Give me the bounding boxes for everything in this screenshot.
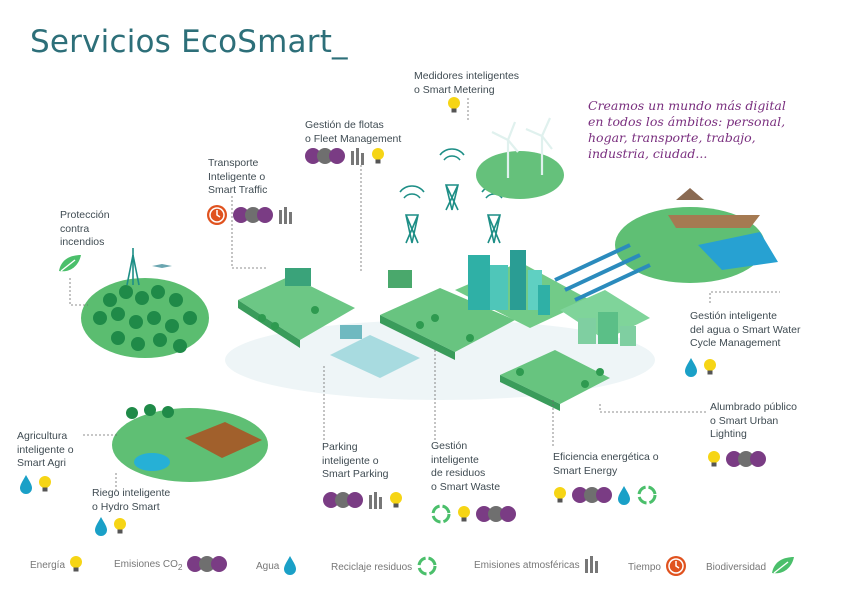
legend-emisiones-prefix: Emisiones CO — [114, 559, 178, 570]
energy-icons — [553, 484, 658, 506]
label-smart-agri: Agricultura inteligente o Smart Agri — [17, 430, 74, 469]
legend-energia-label: Energía — [30, 560, 66, 571]
bulb-icon — [457, 505, 471, 523]
recycle-icon — [636, 484, 658, 506]
agri-icons — [19, 474, 52, 494]
bulb-icon — [69, 555, 83, 576]
bulb-icon — [553, 486, 567, 504]
mountain — [676, 188, 704, 200]
bulb-icon — [371, 147, 385, 165]
co2-cloud-icon — [572, 486, 612, 504]
legend-tiempo: Tiempo — [628, 555, 687, 580]
leaf-icon — [770, 555, 796, 580]
pond — [134, 453, 170, 471]
factory-icon — [584, 555, 600, 576]
platform-center — [380, 288, 515, 352]
water-icons — [684, 357, 717, 377]
bulb-icon — [38, 475, 52, 493]
label-smart-energy: Eficiencia energética o Smart Energy — [553, 451, 659, 477]
forest-trees — [93, 285, 197, 353]
city-trees — [258, 306, 604, 388]
farm-trees — [126, 404, 174, 419]
parking-car — [340, 325, 362, 339]
fleet-icons — [305, 147, 385, 165]
legend-atmosfericas-label: Emisiones atmosféricas — [474, 560, 580, 571]
traffic-icons — [206, 204, 294, 226]
waste-icons — [430, 503, 516, 525]
label-smart-lighting: Alumbrado público o Smart Urban Lighting — [710, 401, 797, 440]
label-smart-waste: Gestión inteligente de residuos o Smart … — [431, 440, 501, 493]
co2-cloud-icon — [726, 450, 766, 468]
legend-emisiones-sub: 2 — [177, 562, 183, 572]
clock-icon — [206, 204, 228, 226]
legend: Energía Emisiones CO2 Agua Reciclaje res… — [30, 555, 820, 581]
wind-hill — [476, 151, 564, 199]
residential-buildings — [578, 312, 636, 346]
drone — [152, 264, 172, 268]
metering-icons — [447, 96, 461, 114]
water-drop-icon — [19, 474, 33, 494]
label-smart-metering: Medidores inteligentes o Smart Metering — [414, 70, 520, 96]
factory-icon — [368, 491, 384, 509]
factory-icon — [350, 147, 366, 165]
legend-agua-label: Agua — [256, 561, 280, 572]
co2-cloud-icon — [233, 206, 273, 224]
water-drop-icon — [617, 485, 631, 505]
legend-emisiones-label: Emisiones CO2 — [114, 559, 183, 572]
parking-lot — [330, 335, 420, 378]
label-fire-protection: Protección contra incendios — [60, 209, 110, 248]
label-smart-traffic: Transporte Inteligente o Smart Traffic — [208, 157, 268, 196]
bulb-icon — [113, 517, 127, 535]
wind-turbine-icon — [491, 117, 553, 178]
bus — [285, 268, 311, 286]
parking-icons — [323, 491, 403, 509]
bulb-icon — [707, 450, 721, 468]
platform-lighting — [500, 350, 610, 404]
bulb-icon — [703, 358, 717, 376]
truck — [388, 270, 412, 288]
label-fleet-management: Gestión de flotas o Fleet Management — [305, 119, 402, 145]
legend-biodiversidad-label: Biodiversidad — [706, 562, 767, 573]
label-smart-water: Gestión inteligente del agua o Smart Wat… — [690, 310, 801, 349]
recycle-icon — [416, 555, 438, 580]
co2-cloud-icon — [305, 147, 345, 165]
legend-reciclaje: Reciclaje residuos — [331, 555, 438, 580]
legend-biodiversidad: Biodiversidad — [706, 555, 796, 580]
legend-tiempo-label: Tiempo — [628, 562, 661, 573]
factory-icon — [278, 206, 294, 224]
legend-reciclaje-label: Reciclaje residuos — [331, 562, 413, 573]
legend-energia: Energía — [30, 555, 83, 576]
crop-field — [185, 422, 262, 458]
fire-antenna-icon — [126, 248, 140, 286]
label-hydro-smart: Riego inteligente o Hydro Smart — [92, 487, 171, 513]
clock-icon — [665, 555, 687, 580]
platform-west — [238, 276, 355, 340]
water-drop-icon — [684, 357, 698, 377]
recycle-icon — [430, 503, 452, 525]
tagline: Creamos un mundo más digital en todos lo… — [588, 98, 786, 161]
leaf-icon — [57, 253, 83, 275]
bulb-icon — [447, 96, 461, 114]
co2-cloud-icon — [476, 505, 516, 523]
lighting-icons — [707, 450, 766, 468]
fire-icons — [57, 253, 83, 275]
page-title: Servicios EcoSmart_ — [30, 24, 348, 60]
legend-agua: Agua — [256, 555, 297, 578]
hydro-icons — [94, 516, 127, 536]
tower-buildings — [468, 250, 550, 315]
water-drop-icon — [94, 516, 108, 536]
co2-cloud-icon — [323, 491, 363, 509]
reservoir — [698, 232, 778, 270]
dam-wall — [668, 215, 760, 228]
legend-emisiones-co2: Emisiones CO2 — [114, 555, 227, 576]
water-drop-icon — [283, 555, 297, 578]
co2-cloud-icon — [186, 555, 227, 576]
water-pipes — [554, 243, 651, 302]
bulb-icon — [389, 491, 403, 509]
leader-lines — [69, 98, 780, 491]
label-smart-parking: Parking inteligente o Smart Parking — [322, 441, 389, 480]
legend-atmosfericas: Emisiones atmosféricas — [474, 555, 600, 576]
